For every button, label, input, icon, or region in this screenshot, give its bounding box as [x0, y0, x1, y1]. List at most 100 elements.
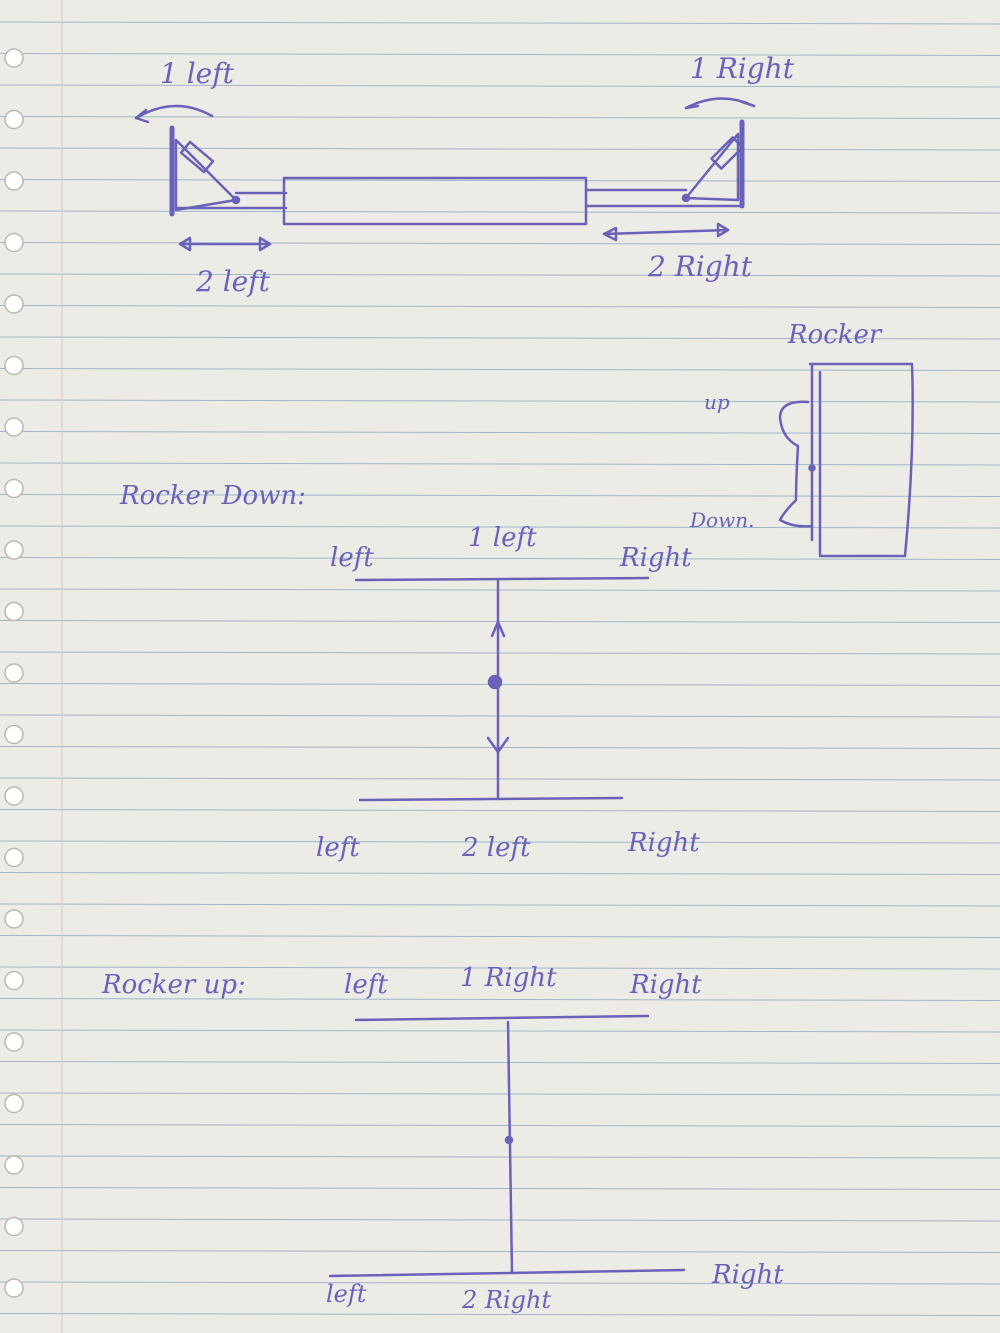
rocker-down-arrow-down: [486, 736, 510, 754]
ruled-line: [0, 147, 1000, 151]
binder-hole: [4, 970, 24, 991]
ruled-line: [0, 714, 1000, 718]
label-2-right: 2 Right: [648, 250, 752, 283]
rocker-down-top-right: Right: [620, 543, 692, 573]
ruled-line: [0, 588, 1000, 592]
ruled-line: [0, 966, 1000, 970]
arrow-2-right: [602, 228, 730, 236]
binder-holes: [4, 48, 24, 1298]
rocker-up-label: up: [704, 390, 730, 414]
sliding-bar: [282, 176, 588, 226]
ruled-line: [0, 903, 1000, 907]
rocker-up-top-middle: 1 Right: [460, 963, 557, 993]
binder-hole: [4, 109, 24, 130]
label-1-left: 1 left: [160, 57, 234, 90]
ruled-line: [0, 116, 1000, 119]
binder-hole: [4, 1216, 24, 1237]
rocker-up-bottom-right: Right: [712, 1260, 784, 1290]
rocker-down-bottom-right: Right: [628, 828, 700, 858]
rocker-up-bottom-bar: [328, 1268, 686, 1278]
arrow-1-left: [134, 104, 214, 120]
binder-hole: [4, 232, 24, 253]
left-spring-hatch: [179, 140, 215, 174]
top-mechanism: [134, 97, 756, 252]
rocker-up-bottom-left: left: [326, 1280, 367, 1308]
rocker-down-top-left: left: [330, 543, 374, 573]
binder-hole: [4, 1093, 24, 1114]
ruled-line: [0, 21, 1000, 25]
rocker-outline: [808, 362, 914, 558]
binder-hole: [4, 1278, 24, 1298]
ruled-line: [0, 53, 1000, 56]
rocker-title: Rocker: [788, 320, 882, 350]
rocker-down-bottom-left: left: [316, 833, 360, 863]
ruled-line: [0, 935, 1000, 938]
rocker-up-pivot: [504, 1135, 514, 1145]
rocker-up-top-left: left: [344, 970, 388, 1000]
ruled-line: [0, 1029, 1000, 1033]
rocker-down-heading: Rocker Down:: [120, 481, 306, 511]
left-pivot-pin: [231, 195, 241, 205]
right-spring-hatch: [710, 136, 744, 170]
ruled-line: [0, 1250, 1000, 1253]
binder-hole: [4, 786, 24, 806]
rocker-down-bottom-middle: 2 left: [462, 833, 531, 863]
ruled-line: [0, 462, 1000, 466]
ruled-line: [0, 651, 1000, 655]
rocker-pivot-dot: [808, 464, 816, 472]
ruled-line: [0, 273, 1000, 277]
ruled-line: [0, 872, 1000, 875]
ruled-line: [0, 525, 1000, 529]
binder-hole: [4, 171, 24, 191]
ruled-line: [0, 840, 1000, 844]
rocker-up-bottom-middle: 2 Right: [462, 1286, 552, 1314]
ruled-line: [0, 557, 1000, 560]
ruled-line: [0, 998, 1000, 1001]
ruled-line: [0, 305, 1000, 308]
ruled-line: [0, 1061, 1000, 1064]
rocker-up-heading: Rocker up:: [102, 970, 246, 1000]
binder-hole: [4, 1032, 24, 1052]
ruled-line: [0, 1218, 1000, 1222]
ruled-line: [0, 368, 1000, 371]
binder-hole: [4, 294, 24, 314]
label-1-right: 1 Right: [690, 52, 794, 85]
rocker-down-top-bar: [354, 576, 650, 582]
binder-hole: [4, 48, 24, 68]
rocker-up-top-bar: [354, 1014, 650, 1022]
rocker-detail: [778, 362, 914, 558]
binder-hole: [4, 847, 24, 868]
ruled-lines: [0, 21, 1000, 1316]
rocker-down-top-middle: 1 left: [468, 523, 537, 553]
rocker-down-bottom-bar: [358, 796, 624, 802]
right-pivot-pin: [681, 193, 691, 203]
rocker-up-diagram: [328, 1014, 686, 1278]
ruled-line: [0, 84, 1000, 88]
rocker-up-top-right: Right: [630, 970, 702, 1000]
binder-hole: [4, 663, 24, 683]
rocker-down-diagram: [354, 576, 650, 802]
binder-hole: [4, 909, 24, 929]
ruled-line: [0, 1124, 1000, 1127]
ruled-line: [0, 431, 1000, 434]
rocker-down-label: Down.: [690, 508, 755, 532]
ruled-line: [0, 1281, 1000, 1285]
arrow-1-left-head: [134, 108, 150, 124]
arrow-2-left-heads: [178, 236, 272, 252]
rocker-down-arrow-up: [490, 620, 506, 638]
left-linkage: [174, 138, 238, 212]
binder-hole: [4, 540, 24, 560]
label-2-left: 2 left: [196, 265, 270, 298]
ruled-line: [0, 336, 1000, 340]
rocker-up-stem: [506, 1020, 514, 1274]
ruled-line: [0, 494, 1000, 497]
rocker-down-pivot: [487, 674, 503, 690]
arrow-1-right-head: [684, 100, 756, 110]
ruled-line: [0, 1092, 1000, 1096]
rocker-brace: [778, 400, 814, 528]
arrow-2-right-heads: [602, 222, 730, 242]
binder-hole: [4, 478, 24, 499]
ruled-line: [0, 1155, 1000, 1159]
